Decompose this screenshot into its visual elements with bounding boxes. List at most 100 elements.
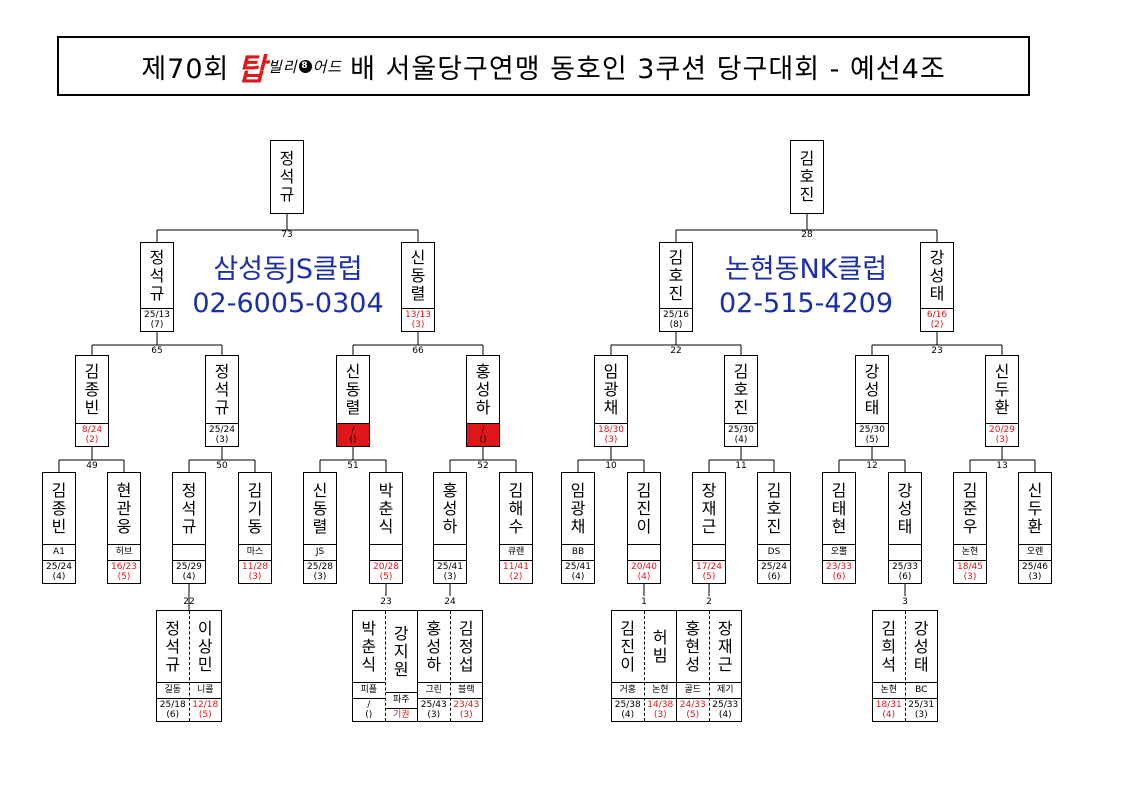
name-char: 지 (393, 641, 409, 661)
score-innings: (5) (865, 435, 879, 445)
match-number: 1 (641, 597, 647, 607)
name-char: 민 (197, 654, 213, 674)
name-char: 이 (620, 654, 636, 674)
score-innings: (3) (411, 320, 425, 330)
player-score: 25/24(3) (206, 423, 238, 446)
name-char: 섭 (458, 654, 474, 674)
name-char: 태 (913, 654, 929, 674)
name-char: 진 (636, 498, 652, 518)
score-points: 25/46 (1022, 562, 1048, 572)
score-innings: (6) (767, 572, 781, 582)
score-points: 25/16 (663, 310, 689, 320)
sponsor-logo: 탑 빌리 8 어드 (237, 44, 342, 89)
score-innings: () (479, 435, 487, 445)
score-innings: (3) (459, 710, 473, 720)
name-char: 홍 (685, 618, 701, 638)
match-number: 24 (444, 597, 456, 607)
score-innings: (3) (995, 435, 1009, 445)
name-char: 동 (345, 379, 361, 399)
player-score: 25/41(4) (562, 560, 594, 583)
name-char: 하 (426, 654, 442, 674)
name-char: 진 (766, 516, 782, 536)
score-innings: (3) (914, 710, 928, 720)
score-innings: (5) (198, 710, 212, 720)
match-number: 11 (735, 461, 747, 471)
player-score: 18/45(3) (954, 560, 986, 583)
title-prefix: 제70회 (141, 53, 230, 85)
name-char: 두 (994, 379, 1010, 399)
score-innings: (5) (117, 572, 131, 582)
score-innings: (5) (702, 572, 716, 582)
name-char: 진 (668, 283, 684, 303)
name-char: 정 (165, 618, 181, 638)
score-innings: () (349, 435, 357, 445)
score-innings: (3) (443, 572, 457, 582)
score-points: 18/31 (875, 700, 902, 710)
score-points: 13/13 (405, 310, 431, 320)
name-char: 석 (214, 379, 230, 399)
player-club: 제기 (709, 682, 741, 698)
score-innings: (3) (248, 572, 262, 582)
name-char: 신 (994, 361, 1010, 381)
score-points: 25/28 (307, 562, 333, 572)
player-score: 기권 (385, 708, 417, 721)
name-char: 석 (149, 265, 165, 285)
club-name: 논현동NK클럽 (724, 254, 888, 285)
name-char: 김 (881, 618, 897, 638)
match-number: 12 (866, 461, 878, 471)
player-score: 20/29(3) (986, 423, 1018, 446)
logo-tail-text: 어드 (312, 57, 343, 76)
player-score: 12/18(5) (189, 698, 221, 721)
name-char: 렬 (345, 397, 361, 417)
score-points: 14/38 (647, 700, 674, 710)
name-char: 성 (913, 636, 929, 656)
player-club: 허브 (108, 544, 140, 560)
logo-sub-text: 빌리 (267, 57, 298, 76)
name-char: 임 (603, 361, 619, 381)
score-innings: (4) (52, 572, 66, 582)
score-points: 25/33 (892, 562, 918, 572)
name-char: 진 (620, 636, 636, 656)
name-char: 김 (799, 149, 815, 168)
player-score: 17/24(5) (693, 560, 725, 583)
score-innings: (2) (509, 572, 523, 582)
score-points: 16/23 (111, 562, 137, 572)
score-points: 24/33 (679, 700, 706, 710)
name-char: 동 (312, 498, 328, 518)
match-number: 28 (801, 230, 813, 240)
player-club: 골드 (677, 682, 709, 698)
name-char: 강 (929, 247, 945, 267)
player-club: 오렌 (1019, 544, 1051, 560)
player-club: 마스 (239, 544, 271, 560)
player-club: 길동 (157, 682, 189, 698)
score-points: 20/29 (989, 425, 1015, 435)
player-club (628, 544, 660, 560)
tournament-title: 제70회 탑 빌리 8 어드 배 서울당구연맹 동호인 3쿠션 당구대회 - 예… (57, 36, 1030, 96)
player-club: 논현 (873, 682, 905, 698)
score-innings: (6) (166, 710, 180, 720)
score-innings: (6) (832, 572, 846, 582)
